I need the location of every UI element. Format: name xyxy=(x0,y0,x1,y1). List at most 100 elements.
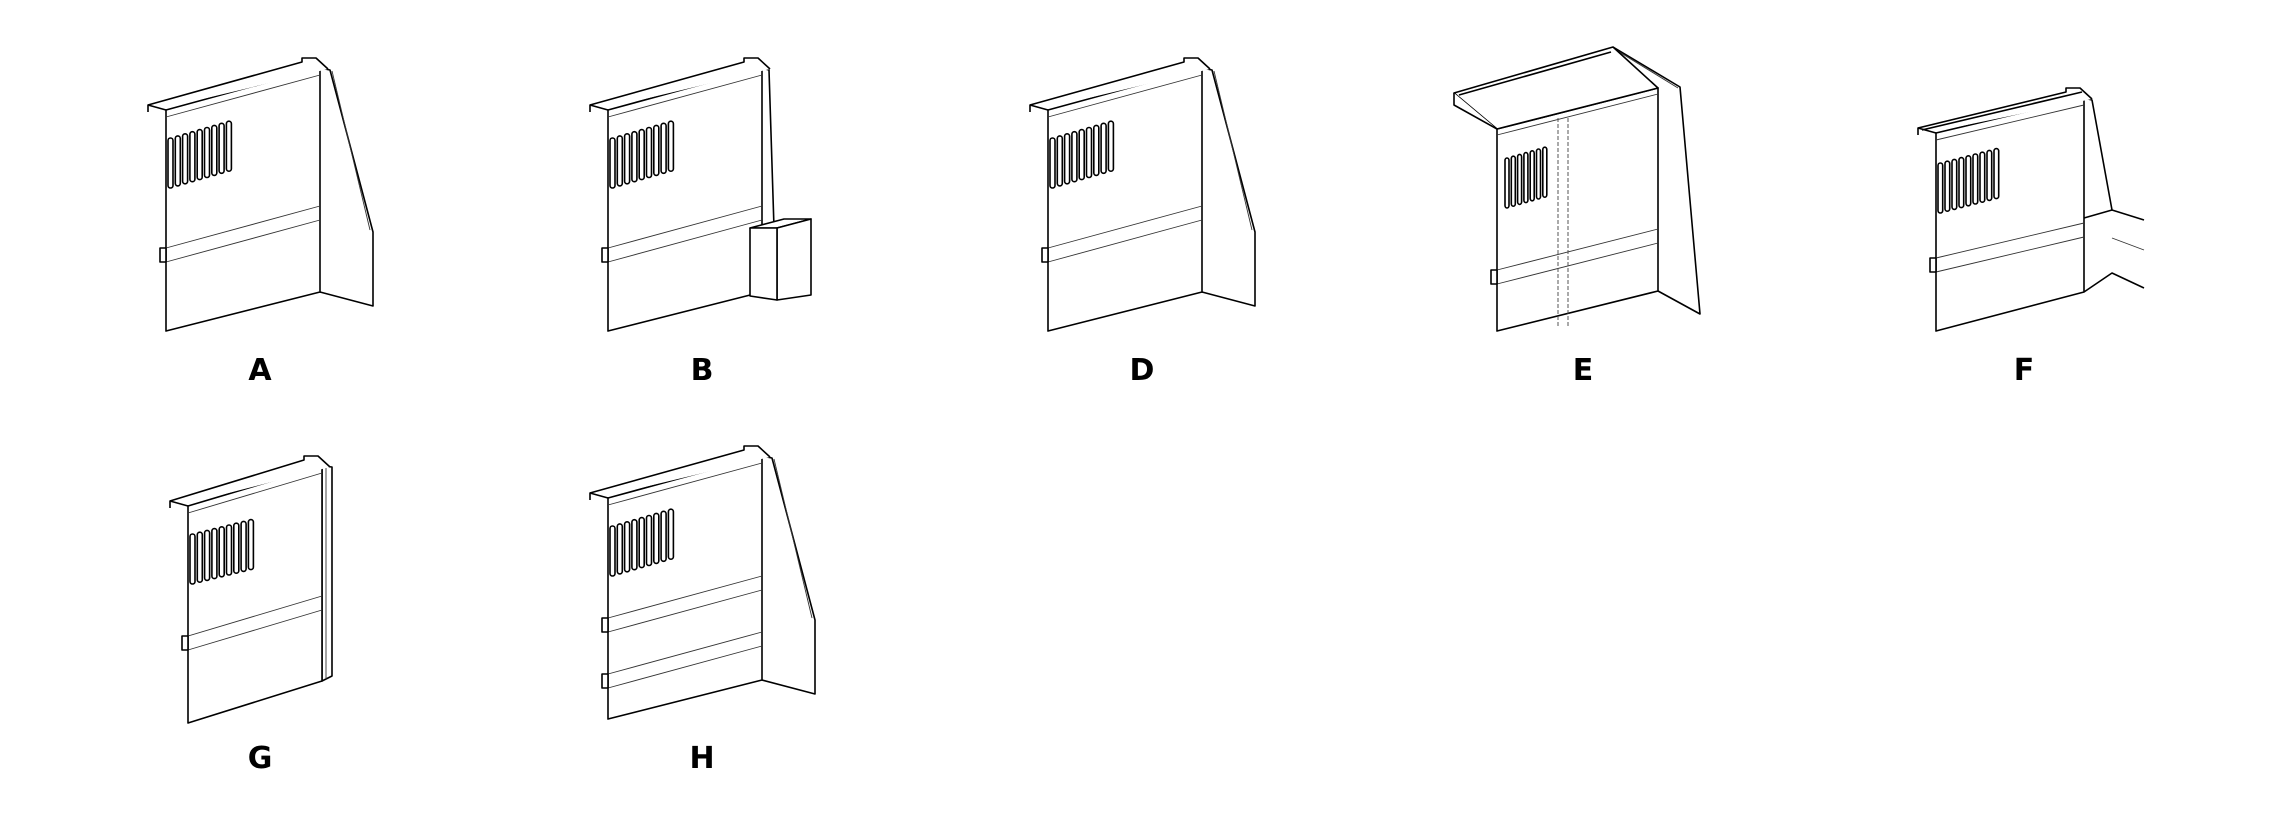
vent-slot xyxy=(1542,146,1548,198)
vent-slot xyxy=(240,520,247,573)
panel-drawing-h xyxy=(589,445,816,720)
vent-slot xyxy=(1951,158,1958,211)
figure-label-e: E xyxy=(1573,353,1594,388)
vent-slot xyxy=(189,130,196,183)
vent-slot xyxy=(1063,133,1071,185)
band-line xyxy=(187,595,323,637)
vent-slot xyxy=(218,525,225,578)
vent-slot xyxy=(645,514,653,567)
clip xyxy=(601,673,609,689)
figure-label-f: F xyxy=(2014,353,2035,388)
figure-label-h: H xyxy=(689,741,714,776)
front-panel xyxy=(1496,87,1659,332)
band-line xyxy=(1496,228,1659,271)
vent-slot xyxy=(645,126,653,179)
vent-slot xyxy=(623,133,631,185)
band-line xyxy=(607,205,763,249)
vent-slot xyxy=(203,529,211,582)
top-lip xyxy=(1029,57,1211,112)
vent-slot xyxy=(225,524,233,576)
front-panel xyxy=(187,465,323,724)
vent-slot xyxy=(1056,135,1064,187)
vent-slot xyxy=(667,120,675,172)
vent-slot xyxy=(638,128,646,181)
top-lip-edge xyxy=(589,492,609,499)
vent-slot xyxy=(181,133,189,185)
top-lip xyxy=(589,445,771,500)
side-panel xyxy=(319,67,374,307)
vent-slot xyxy=(652,512,660,565)
vent-slot xyxy=(1965,155,1972,207)
vent-slot xyxy=(1523,151,1529,204)
vent-slot xyxy=(1107,120,1115,172)
vent-slot xyxy=(218,122,225,175)
vent-slot xyxy=(1085,126,1093,179)
box-front xyxy=(749,227,778,301)
vent-slot xyxy=(1972,153,1979,205)
vent-slot xyxy=(616,523,624,575)
panel-drawing-b xyxy=(589,57,812,332)
vent-slot xyxy=(660,122,667,175)
top-lip-line xyxy=(187,472,323,514)
band-line xyxy=(165,219,321,263)
band-line xyxy=(607,219,763,263)
shelf-rail xyxy=(1458,51,1612,96)
clip xyxy=(1929,257,1937,273)
panel-drawing-d xyxy=(1029,57,1256,332)
front-panel xyxy=(607,455,763,720)
clip xyxy=(601,617,609,633)
vent-slot xyxy=(1504,157,1510,209)
vent-slot xyxy=(167,137,174,189)
top-lip xyxy=(147,57,329,112)
band-line xyxy=(1935,236,2085,273)
top-lip-line xyxy=(165,74,321,118)
vent-slot xyxy=(1049,137,1056,189)
vent-slot xyxy=(609,137,616,189)
band-line xyxy=(1047,219,1203,263)
vent-slot xyxy=(1535,148,1542,200)
vent-slot xyxy=(1993,147,2000,200)
clip xyxy=(1041,247,1049,263)
vent-slot xyxy=(623,520,631,573)
vent-slot xyxy=(638,516,646,569)
vent-slot xyxy=(211,527,218,580)
vent-slot xyxy=(1529,150,1535,202)
vent-slot xyxy=(1078,128,1085,181)
vent-slot xyxy=(652,124,660,177)
vent-slot xyxy=(1071,130,1078,183)
side-panel-edge xyxy=(331,70,371,231)
duct-bottom xyxy=(2083,272,2145,293)
band-line xyxy=(1047,205,1203,249)
top-lip-line xyxy=(607,74,763,118)
top-lip-edge xyxy=(1917,127,1937,134)
clip xyxy=(1490,269,1498,285)
panel-drawing-e xyxy=(1453,46,1701,332)
vent-slot xyxy=(1516,153,1523,206)
vent-slot xyxy=(1093,124,1100,177)
vent-slot xyxy=(211,124,218,177)
vent-slot xyxy=(631,518,638,571)
band-line xyxy=(165,205,321,249)
clip xyxy=(601,247,609,263)
shelf-line xyxy=(1496,93,1659,136)
clip xyxy=(159,247,167,263)
vent-slot xyxy=(1979,151,1986,203)
top-lip xyxy=(169,455,331,508)
band-line xyxy=(607,575,763,619)
vent-slot xyxy=(225,120,233,172)
vent-slot xyxy=(609,525,616,577)
vent-slot xyxy=(667,508,675,561)
vent-slot xyxy=(616,135,624,187)
duct-mid xyxy=(2111,237,2145,251)
vent-slot xyxy=(1944,160,1951,212)
vent-slot xyxy=(660,510,667,563)
side-panel-edge xyxy=(1213,70,1253,231)
vent-slot xyxy=(196,531,204,584)
vent-slot xyxy=(189,533,196,585)
band-line xyxy=(1935,222,2085,259)
top-lip-line xyxy=(1935,104,2085,141)
vent-slot xyxy=(1510,155,1517,207)
side-panel xyxy=(2083,97,2113,211)
clip xyxy=(181,635,189,651)
